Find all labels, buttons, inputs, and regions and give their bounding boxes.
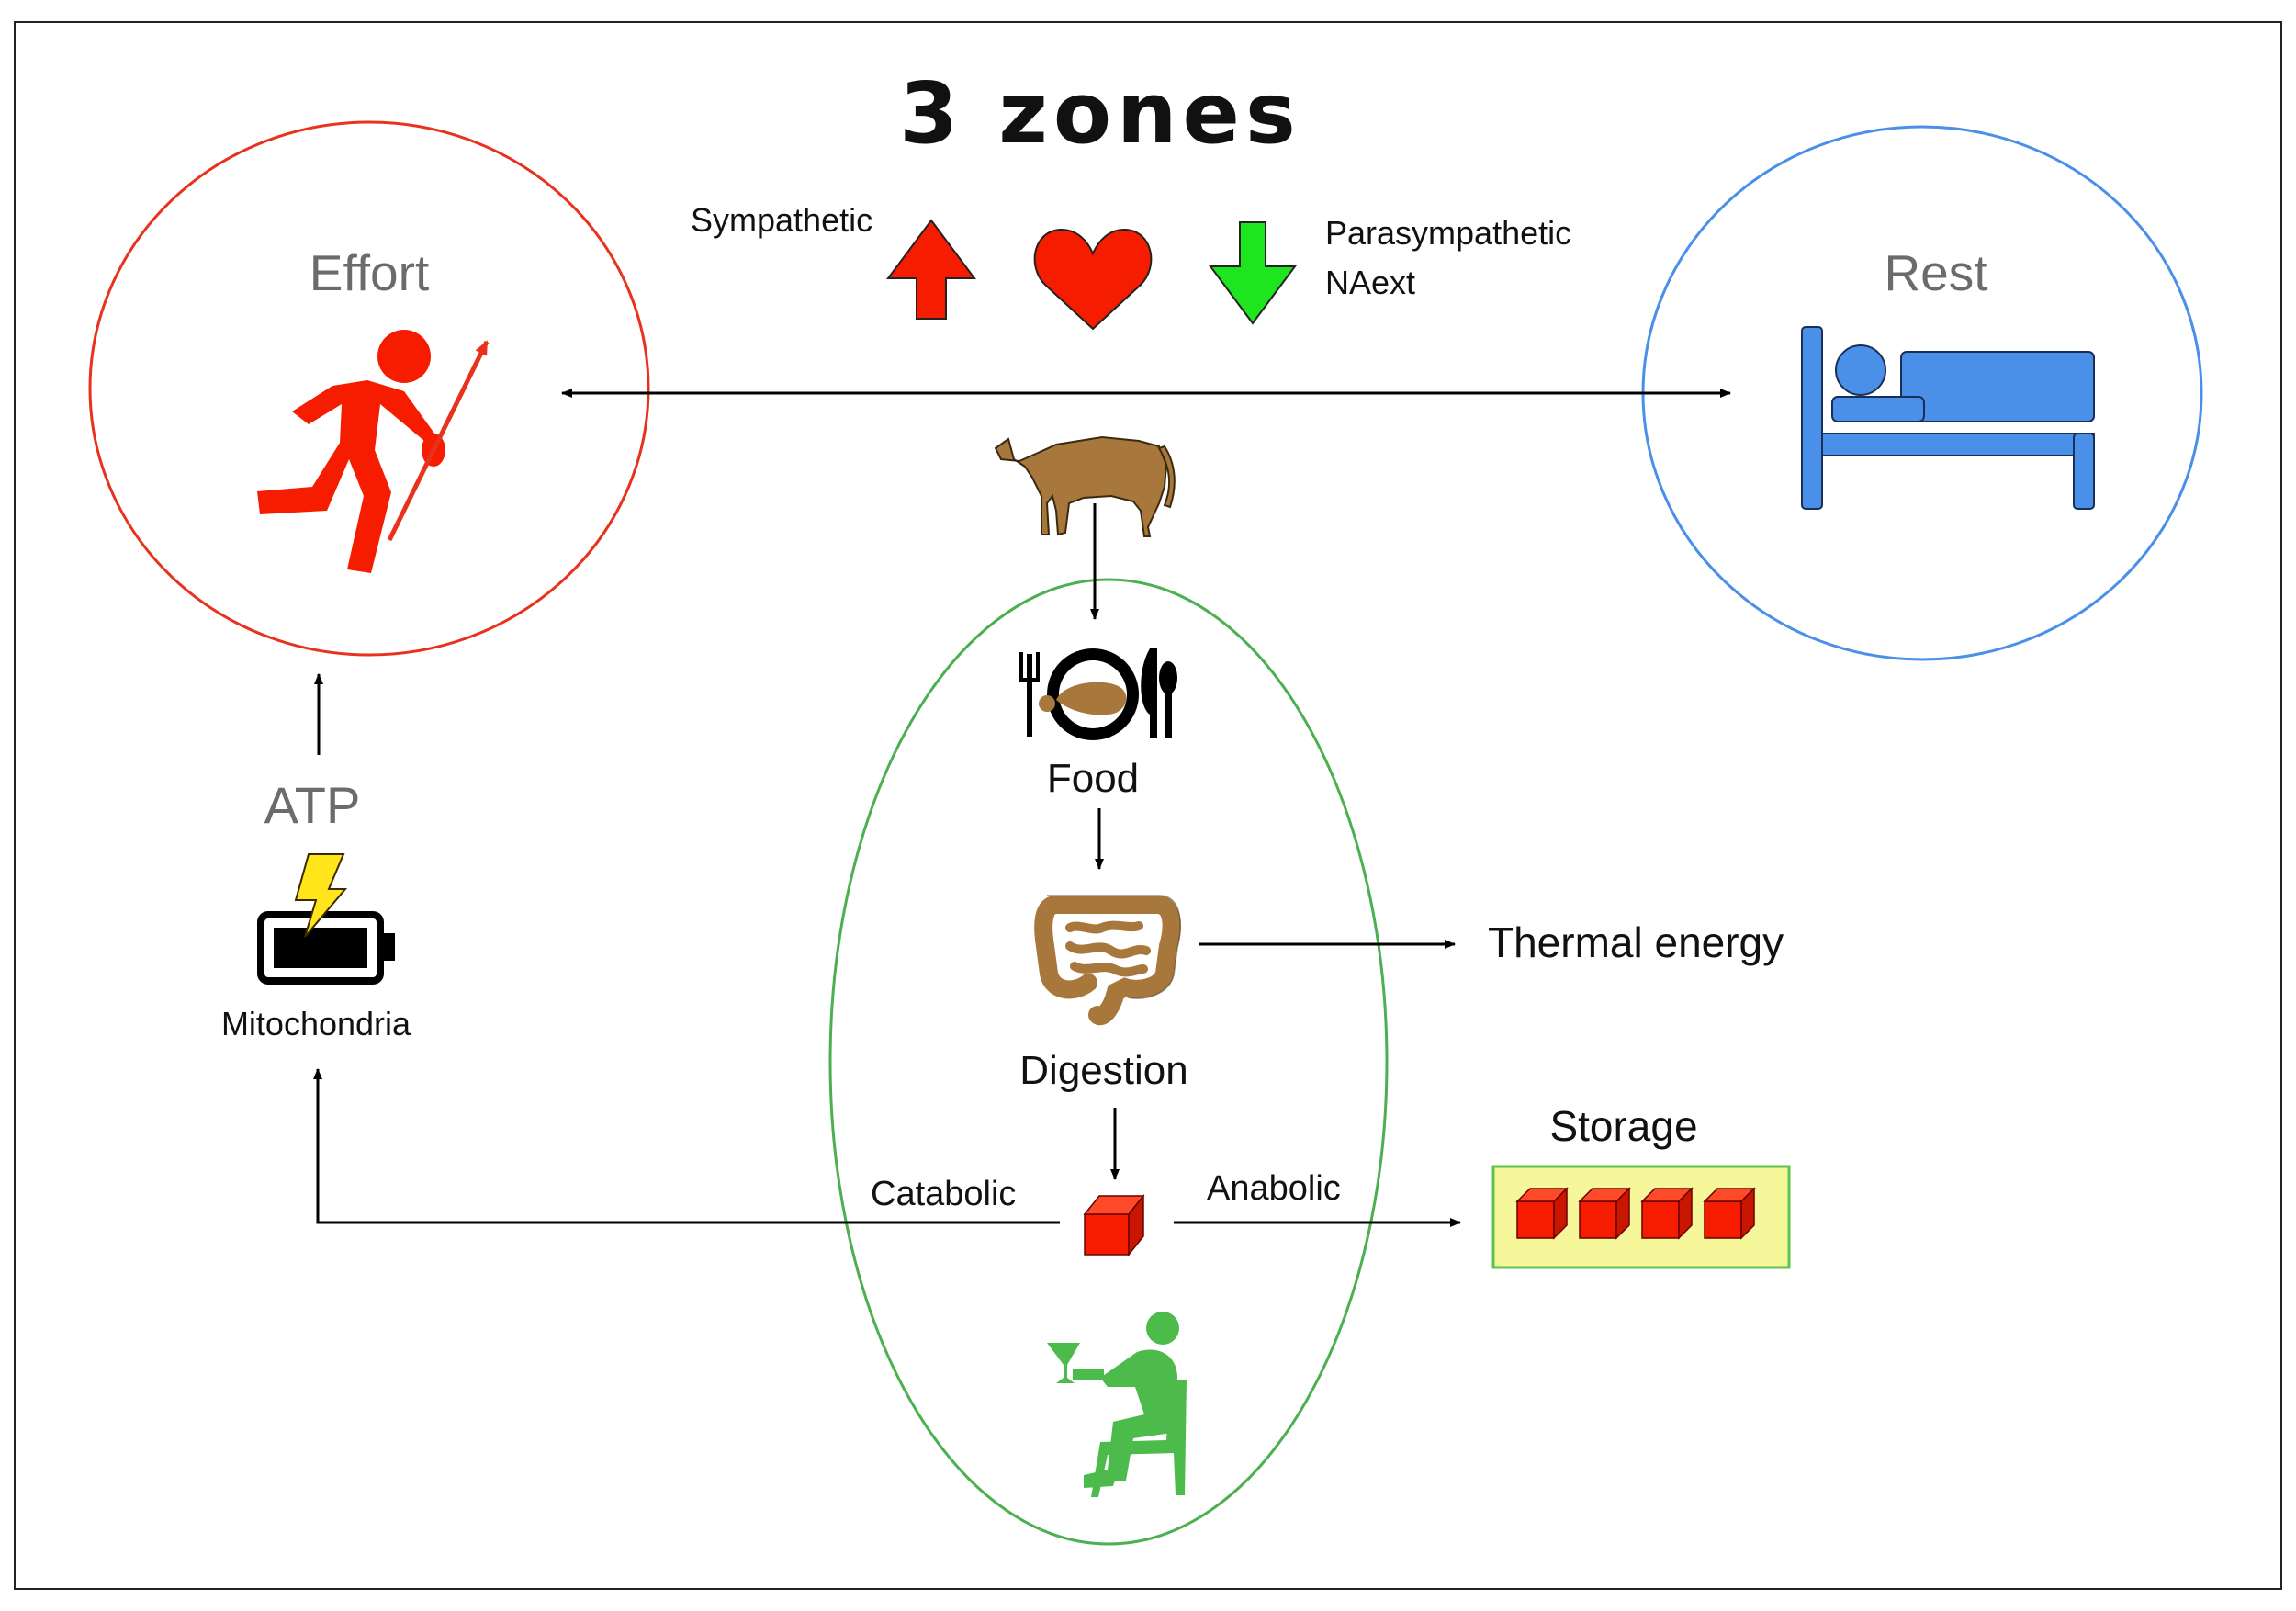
storage-cube-icon [1640, 1187, 1694, 1240]
anabolic-label: Anabolic [1207, 1169, 1341, 1208]
catabolic-label: Catabolic [871, 1175, 1016, 1213]
running-person-icon [257, 330, 490, 573]
thermal-energy-label: Thermal energy [1488, 918, 1784, 966]
sympathetic-label: Sympathetic [691, 201, 872, 239]
battery-charging-icon [257, 853, 395, 985]
naext-label: NAext [1325, 264, 1415, 301]
storage-label: Storage [1549, 1102, 1697, 1150]
effort-label: Effort [310, 244, 429, 301]
storage-cube-icon [1703, 1187, 1756, 1240]
down-arrow-icon [1209, 221, 1297, 325]
heart-icon [1033, 228, 1153, 331]
storage-cube-icon [1515, 1187, 1569, 1240]
up-arrow-icon [886, 219, 976, 320]
digestion-zone-ellipse [828, 578, 1389, 1546]
mitochondria-label: Mitochondria [221, 1005, 411, 1042]
intestine-outline [1047, 895, 1181, 999]
storage-box-border [1491, 1165, 1791, 1269]
sleeping-person-bed-icon [1801, 326, 2095, 510]
storage-cube-icon [1578, 1187, 1631, 1240]
plate-fork-knife-spoon-icon [1019, 648, 1177, 740]
parasympathetic-label: Parasympathetic [1325, 214, 1571, 252]
intestine-icon [1034, 896, 1181, 1026]
seated-person-drink-icon [1047, 1312, 1187, 1497]
atp-label: ATP [264, 776, 361, 834]
food-label: Food [1047, 756, 1139, 801]
catabolic-arrow [313, 1068, 1060, 1224]
cow-icon [994, 435, 1176, 537]
storage-cubes [1515, 1187, 1756, 1240]
frame-border [14, 21, 2282, 1590]
page-title: 3 zones [899, 64, 1300, 163]
cube-icon [1083, 1193, 1145, 1257]
rest-label: Rest [1884, 244, 1987, 301]
digestion-label: Digestion [1019, 1048, 1187, 1093]
